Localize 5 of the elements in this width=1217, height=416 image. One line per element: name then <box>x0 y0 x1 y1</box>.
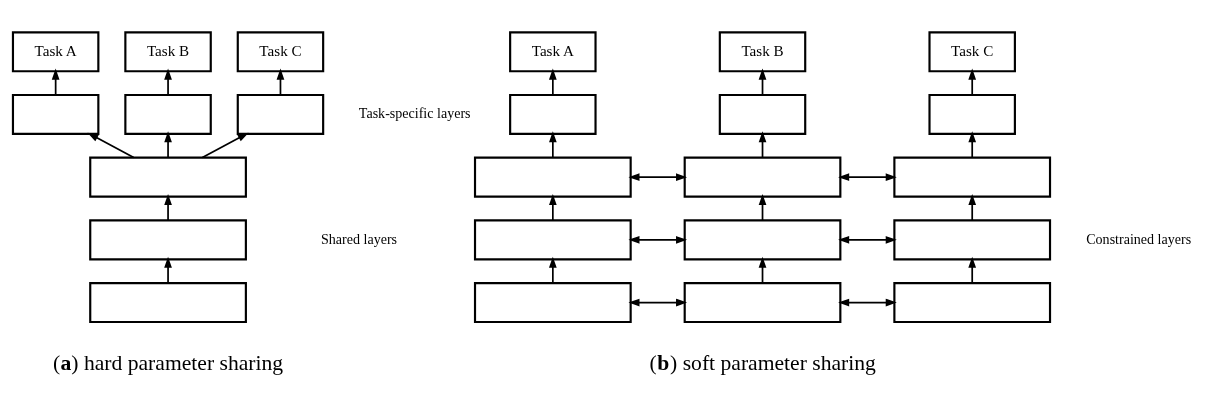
label: (b) soft parameter sharing <box>649 350 876 375</box>
label: Task-specific layers <box>358 104 471 121</box>
label: Constrained layers <box>1086 230 1192 247</box>
label: Shared layers <box>321 230 398 247</box>
label: (a) hard parameter sharing <box>52 350 284 375</box>
